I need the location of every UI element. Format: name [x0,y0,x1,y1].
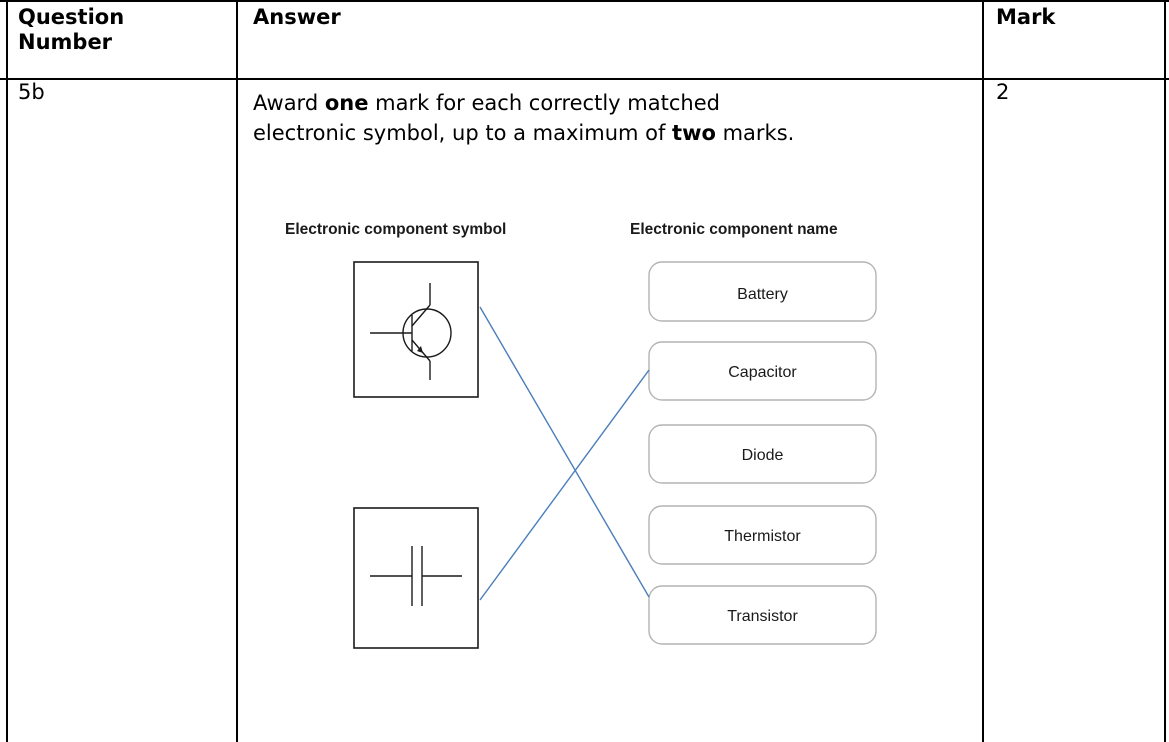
answer-text-part2: mark for each correctly matched [368,91,720,115]
match-line-capacitor [479,369,650,601]
match-line-transistor [479,306,650,598]
column-divider-question-answer [236,0,238,742]
name-box-transistor: Transistor [648,585,877,645]
header-question-line2: Number [18,30,113,54]
transistor-symbol-frame [353,261,479,398]
answer-bold-one: one [324,91,369,115]
answer-text: Award one mark for each correctly matche… [253,88,973,148]
capacitor-symbol-icon [353,507,479,649]
header-mark: Mark [996,5,1056,29]
name-box-capacitor: Capacitor [648,341,877,401]
name-diode-label: Diode [742,447,784,464]
symbol-column-heading: Electronic component symbol [285,221,506,238]
answer-text-part3: electronic symbol, up to a maximum of [253,121,673,145]
name-box-thermistor: Thermistor [648,505,877,565]
header-row-divider [0,78,1169,80]
mark-cell: 2 [996,80,1010,104]
name-column-heading: Electronic component name [630,221,838,238]
transistor-symbol-icon [353,261,479,398]
capacitor-symbol-frame [353,507,479,649]
name-battery-label: Battery [737,286,788,303]
name-transistor-label: Transistor [727,608,798,625]
header-question-number: Question Number [18,5,124,55]
matching-diagram: Electronic component symbol Electronic c… [285,221,877,649]
question-number-cell: 5b [18,80,45,104]
name-box-battery: Battery [648,261,877,322]
table-right-border [1164,0,1166,742]
header-answer: Answer [253,5,341,29]
name-thermistor-label: Thermistor [724,528,801,545]
answer-bold-two: two [672,121,716,145]
column-divider-answer-mark [982,0,984,742]
name-capacitor-label: Capacitor [728,364,797,381]
answer-text-part1: Award [253,91,325,115]
header-question-line1: Question [18,5,125,29]
answer-text-part4: marks. [715,121,795,145]
name-box-diode: Diode [648,424,877,484]
table-left-border [6,0,8,742]
table-top-border [0,0,1169,2]
